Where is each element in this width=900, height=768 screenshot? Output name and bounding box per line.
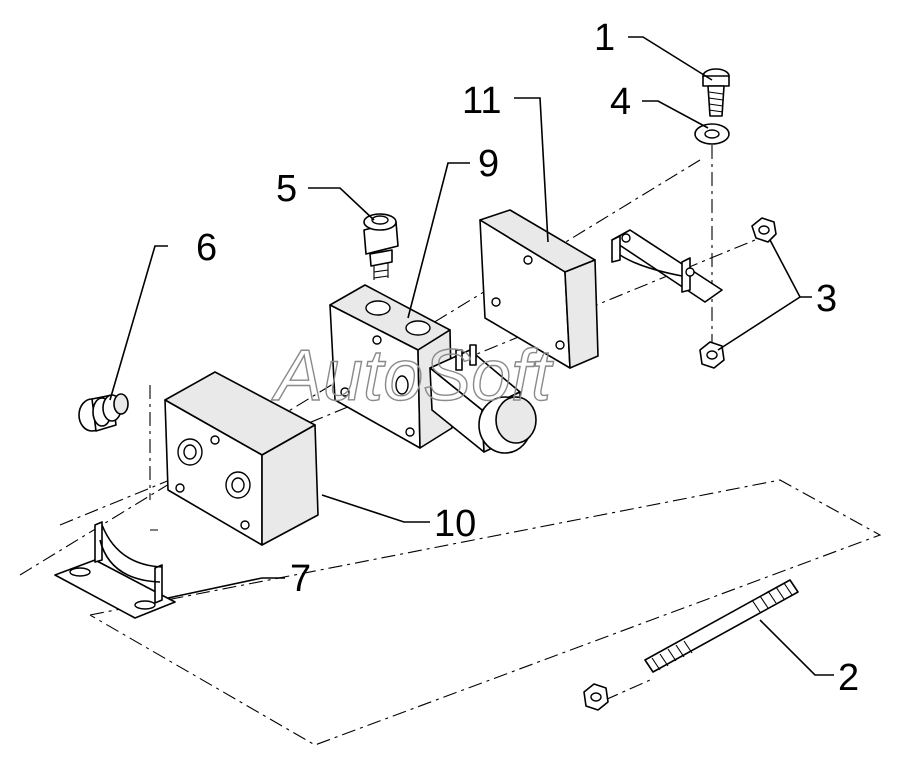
bracket-7 xyxy=(54,521,176,619)
leader-lines xyxy=(109,36,834,676)
callout-9: 9 xyxy=(478,143,499,185)
cover-plate-11 xyxy=(479,209,599,369)
callout-1: 1 xyxy=(594,17,615,59)
manifold-block-10 xyxy=(164,371,319,546)
bracket-right xyxy=(611,229,723,303)
callout-4: 4 xyxy=(610,81,631,123)
watermark-text: AutoSoft xyxy=(271,336,554,416)
callout-2: 2 xyxy=(838,657,859,699)
valve-body-9 xyxy=(329,284,537,454)
callout-7: 7 xyxy=(290,558,311,600)
bolt-1 xyxy=(702,68,730,117)
fitting-5 xyxy=(363,213,399,280)
callouts: 1 4 11 9 5 6 3 10 7 2 xyxy=(196,17,859,699)
nut-2 xyxy=(583,683,609,711)
callout-11: 11 xyxy=(462,80,501,122)
plug-6 xyxy=(78,393,129,432)
callout-3: 3 xyxy=(816,278,837,320)
assembly-axes xyxy=(19,145,882,746)
washer-4 xyxy=(694,123,730,145)
callout-6: 6 xyxy=(196,227,217,269)
threaded-stud-2 xyxy=(644,579,799,673)
callout-5: 5 xyxy=(276,168,297,210)
nut-3-bottom xyxy=(699,341,725,369)
nut-3-top xyxy=(751,217,777,243)
callout-10: 10 xyxy=(434,503,476,545)
